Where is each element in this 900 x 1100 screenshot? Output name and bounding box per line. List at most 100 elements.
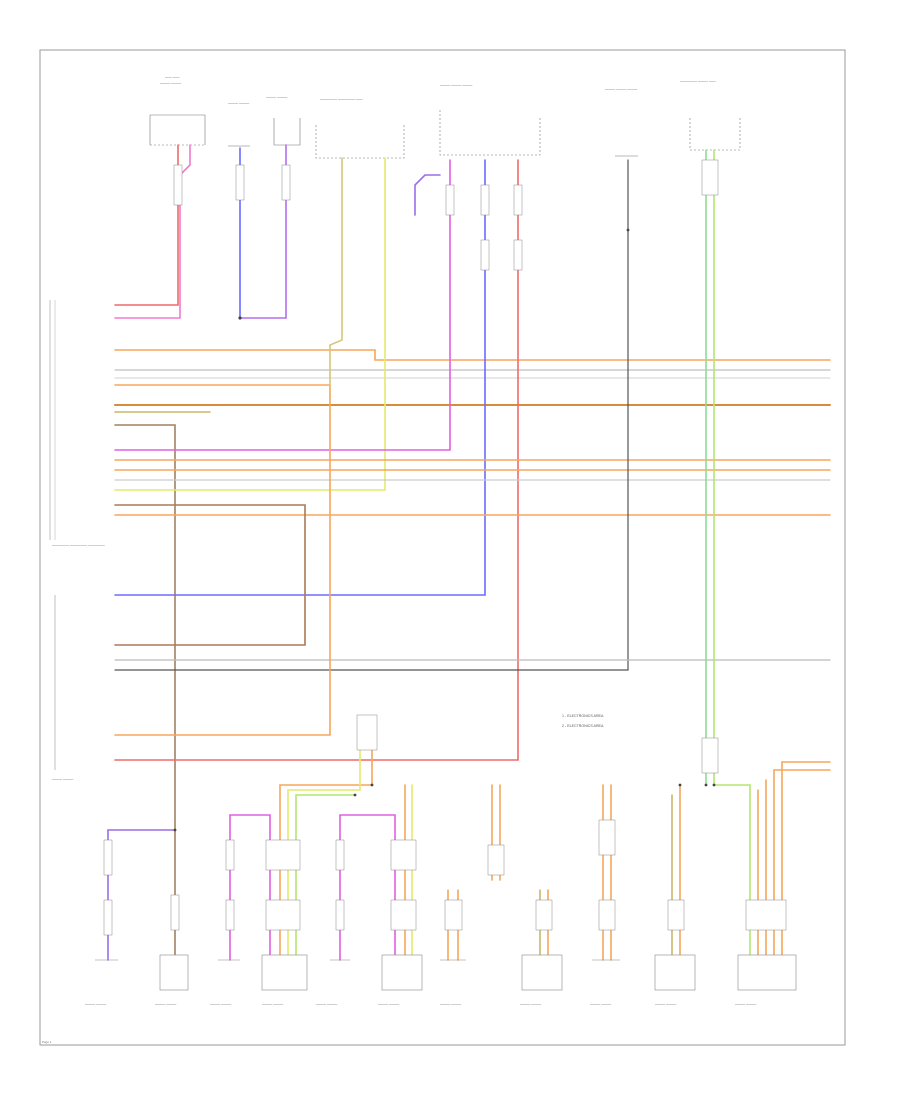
splice-dot	[370, 783, 374, 787]
splice-dot	[678, 783, 682, 787]
wire-brown-2	[114, 424, 176, 961]
connector-block-20	[335, 899, 345, 931]
wires	[107, 144, 831, 961]
wire-orange-7	[114, 394, 331, 736]
relay-box	[273, 118, 301, 146]
wire-violet-1	[239, 144, 287, 319]
connector-block-6	[513, 184, 523, 216]
connector-label: ——— ———	[52, 777, 74, 781]
bottom-label-1: ——— ———	[85, 1002, 107, 1006]
bottom-label-6: ——— ———	[378, 1002, 400, 1006]
legend-note-2: 2 - ELECTRONICS AREA	[562, 724, 604, 728]
connector-block-13	[103, 899, 113, 936]
top-label-2: ——— ———	[228, 101, 250, 105]
wire-magenta-1	[114, 159, 451, 451]
splice-dot	[238, 316, 242, 320]
connector-block-29	[745, 899, 787, 931]
splice-dot	[626, 228, 630, 232]
top-label-6: ——— ——— ———	[605, 87, 638, 91]
bottom-components	[95, 954, 797, 991]
wire-pink-3	[339, 814, 396, 961]
fuse-box-1	[149, 114, 206, 145]
top-label-5: ——— ——— ———	[440, 83, 473, 87]
wire-orange-12	[279, 719, 373, 961]
wire-orange-9	[773, 769, 831, 961]
bottom-label-9: ——— ———	[590, 1002, 612, 1006]
top-label-1b: ——— ———	[160, 81, 182, 85]
bottom-label-3: ——— ———	[210, 1002, 232, 1006]
top-label-3: ——— ———	[266, 95, 288, 99]
wire-blue-2	[114, 159, 486, 596]
wire-lime-3	[295, 794, 356, 961]
connector-blocks	[103, 159, 787, 936]
bottom-label-10: ——— ———	[655, 1002, 677, 1006]
wire-purple-top	[414, 174, 441, 216]
wire-gray-4	[114, 159, 629, 671]
wire-lime-2	[713, 784, 751, 961]
connector-block-24	[487, 844, 505, 876]
connector-block-4	[445, 184, 455, 216]
bottom-label-4: ——— ———	[262, 1002, 284, 1006]
connector-block-9	[701, 159, 719, 196]
wire-orange-8	[781, 761, 831, 961]
wire-violet-2	[107, 829, 176, 961]
connector-block-19	[335, 839, 345, 871]
connector-block-8	[513, 239, 523, 271]
connector-block-11	[701, 737, 719, 774]
connector-block-22	[390, 899, 417, 931]
component-box-3	[381, 954, 423, 991]
connector-block-7	[480, 239, 490, 271]
component-box-6	[737, 954, 797, 991]
module-label: ————— ————— —————	[52, 543, 105, 547]
wire-khaki-2	[329, 157, 343, 386]
right-module-box	[689, 118, 741, 151]
top-label-7: ————— ——— ——	[680, 79, 716, 83]
top-label-1: —— ——	[165, 75, 180, 79]
splice-dot	[712, 783, 716, 787]
connector-block-10	[356, 714, 378, 751]
bottom-label-5: ——— ———	[316, 1002, 338, 1006]
connector-block-2	[235, 164, 245, 201]
connector-block-3	[281, 164, 291, 201]
top-components	[149, 110, 741, 159]
splice-dot	[353, 793, 357, 797]
wire-pink-2	[229, 814, 271, 961]
connector-block-23	[444, 899, 463, 931]
component-box-1	[159, 954, 189, 991]
wire-red-1	[114, 144, 179, 306]
bottom-label-11: ——— ———	[735, 1002, 757, 1006]
connector-block-1	[173, 164, 183, 206]
page-ref: Page 1	[42, 1040, 52, 1044]
connector-block-18	[265, 899, 301, 931]
wire-orange-3	[114, 384, 331, 396]
connector-block-28	[667, 899, 685, 931]
splice-dot	[173, 828, 177, 832]
legend-note-1: 1 - ELECTRONICS AREA	[562, 714, 604, 718]
bottom-label-2: ——— ———	[155, 1002, 177, 1006]
bottom-label-8: ——— ———	[520, 1002, 542, 1006]
splice-dots	[173, 228, 716, 832]
cluster-box	[315, 125, 405, 159]
connector-block-12	[103, 839, 113, 876]
central-box	[439, 110, 541, 156]
left-module: ————— ————— ————— ——— ———	[49, 300, 105, 781]
connector-block-16	[225, 899, 235, 931]
top-label-4: ————— ————— ——	[320, 97, 363, 101]
wire-red-2	[114, 159, 519, 761]
component-box-5	[654, 954, 696, 991]
component-box-4	[521, 954, 563, 991]
connector-block-27	[598, 899, 616, 931]
component-box-2	[261, 954, 308, 991]
connector-block-15	[225, 839, 235, 871]
wire-yellow-1	[114, 157, 386, 491]
connector-block-14	[170, 894, 180, 931]
wire-yellow-2	[287, 719, 361, 961]
connector-block-21	[390, 839, 417, 871]
diagram-border	[39, 49, 846, 1046]
bottom-labels: ——— ——— ——— ——— ——— ——— ——— ——— ——— ——— …	[85, 1002, 757, 1006]
connector-block-5	[480, 184, 490, 216]
splice-dot	[704, 783, 708, 787]
bottom-label-7: ——— ———	[440, 1002, 462, 1006]
wire-orange-1	[114, 349, 831, 361]
